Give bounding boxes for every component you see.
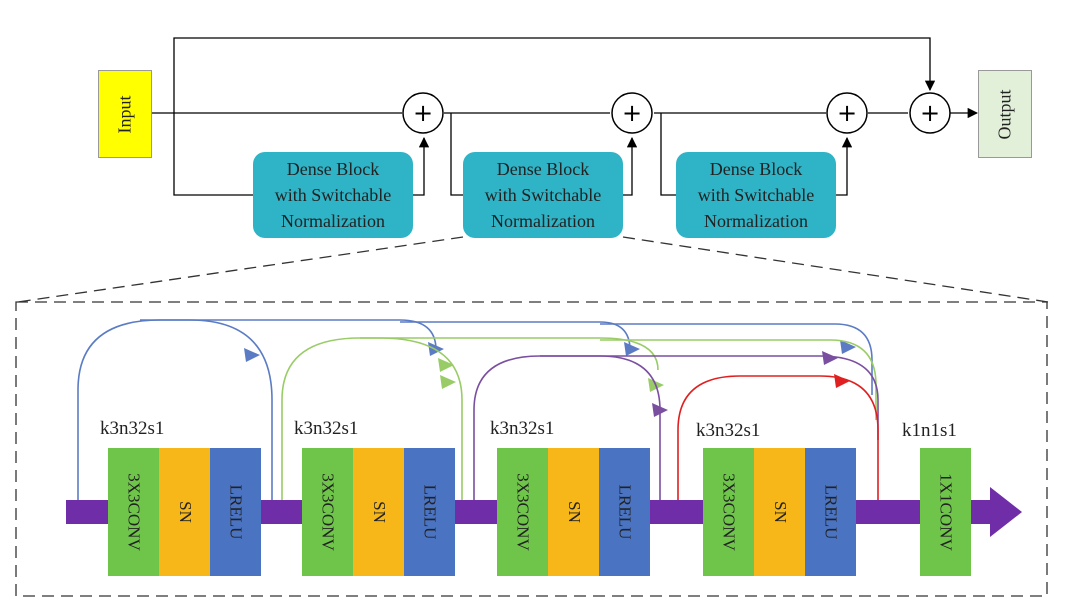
layer-3-sn: SN <box>548 448 599 576</box>
input-box: Input <box>98 70 152 158</box>
dense-block-1-line-3: Normalization <box>281 211 385 231</box>
dense-block-2-line-2: with Switchable <box>484 185 602 205</box>
output-label: Output <box>994 88 1015 140</box>
layer-4-sn: SN <box>754 448 805 576</box>
dense-block-2-line-1: Dense Block <box>496 159 590 179</box>
input-label: Input <box>114 95 135 133</box>
top-network-lines <box>150 37 979 196</box>
final-kernel-label: k1n1s1 <box>902 420 957 441</box>
skip-blue-heads <box>244 340 856 362</box>
layer-2-lrelu: LRELU <box>404 448 455 576</box>
layer-2-conv: 3X3CONV <box>302 448 353 576</box>
detail-frame <box>15 301 1048 597</box>
svg-text:+: + <box>837 99 857 127</box>
svg-text:+: + <box>920 99 940 127</box>
dense-block-3-line-1: Dense Block <box>709 159 803 179</box>
pipeline <box>66 487 1022 537</box>
skip-purple-heads <box>652 351 838 417</box>
sum-node-2: + <box>611 92 653 134</box>
layer-1-lrelu: LRELU <box>210 448 261 576</box>
layer-1-kernel-label: k3n32s1 <box>100 418 165 439</box>
layer-4-kernel-label: k3n32s1 <box>696 420 761 441</box>
dense-block-2-line-3: Normalization <box>491 211 595 231</box>
dense-block-3-line-3: Normalization <box>704 211 808 231</box>
dense-block-1-line-2: with Switchable <box>274 185 392 205</box>
layer-3-lrelu: LRELU <box>599 448 650 576</box>
dense-block-3: Dense Block with Switchable Normalizatio… <box>676 152 836 238</box>
zoom-indicator <box>15 236 1049 597</box>
layer-3-conv: 3X3CONV <box>497 448 548 576</box>
output-box: Output <box>978 70 1032 158</box>
layer-3-kernel-label: k3n32s1 <box>490 418 555 439</box>
skip-green <box>281 337 877 500</box>
dense-block-2: Dense Block with Switchable Normalizatio… <box>463 152 623 238</box>
skip-green-heads <box>438 358 664 392</box>
sum-node-final: + <box>909 92 951 134</box>
sum-node-3: + <box>826 92 868 134</box>
skip-red-heads <box>834 374 850 388</box>
sum-node-1: + <box>402 92 444 134</box>
final-conv: 1X1CONV <box>920 448 971 576</box>
dense-block-1-line-1: Dense Block <box>286 159 380 179</box>
layer-1-sn: SN <box>159 448 210 576</box>
layer-4-conv: 3X3CONV <box>703 448 754 576</box>
dense-block-3-line-2: with Switchable <box>697 185 815 205</box>
layer-2-kernel-label: k3n32s1 <box>294 418 359 439</box>
layer-1-conv: 3X3CONV <box>108 448 159 576</box>
layer-2-sn: SN <box>353 448 404 576</box>
layer-4-lrelu: LRELU <box>805 448 856 576</box>
skip-red <box>677 375 879 500</box>
dense-block-1: Dense Block with Switchable Normalizatio… <box>253 152 413 238</box>
svg-text:+: + <box>413 99 433 127</box>
pipeline-arrowhead <box>990 487 1022 537</box>
svg-text:+: + <box>622 99 642 127</box>
